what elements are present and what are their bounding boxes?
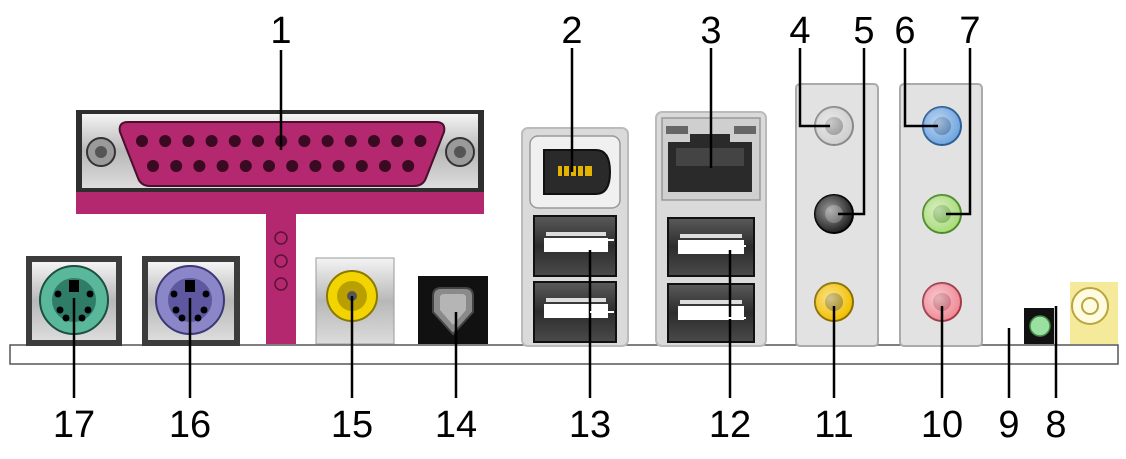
db25-pin xyxy=(368,135,380,147)
audio-jack-yellow xyxy=(814,282,854,322)
callout-8: 8 xyxy=(1045,404,1067,446)
db25-pin xyxy=(402,160,415,172)
db25-pin xyxy=(332,160,345,172)
db25-pin xyxy=(159,135,172,147)
chassis-bottom-strip xyxy=(9,344,1119,365)
callout-5: 5 xyxy=(853,10,875,52)
db25-pin xyxy=(321,135,334,147)
screw-left-icon xyxy=(86,137,116,167)
optical-spdif-port xyxy=(418,276,488,344)
audio-panel-right xyxy=(899,83,983,347)
usb-port-b2 xyxy=(667,283,755,343)
db25-pin xyxy=(252,135,264,147)
audio-jack-black xyxy=(814,194,854,234)
callout-10: 10 xyxy=(920,404,964,446)
ieee1394-usb-stack xyxy=(521,127,629,347)
db25-pin xyxy=(263,160,275,172)
audio-panel-left xyxy=(795,83,879,347)
db25-pin xyxy=(414,135,427,147)
status-led xyxy=(1024,308,1054,344)
callout-14: 14 xyxy=(434,404,478,446)
db25-pin xyxy=(228,135,241,147)
db25-pin xyxy=(286,160,299,172)
callout-15: 15 xyxy=(330,404,374,446)
callout-6: 6 xyxy=(894,10,916,52)
db25-pin xyxy=(298,135,311,147)
callout-11: 11 xyxy=(814,404,854,446)
callout-4: 4 xyxy=(789,10,811,52)
audio-jack-pink xyxy=(922,282,962,322)
audio-jack-green xyxy=(922,194,962,234)
db25-pin xyxy=(170,160,183,172)
screw-right-icon xyxy=(445,137,475,167)
coaxial-spdif-port xyxy=(315,257,395,345)
usb-port-a2 xyxy=(533,281,617,343)
db25-pin xyxy=(355,160,368,172)
callout-7: 7 xyxy=(959,10,981,52)
callout-2: 2 xyxy=(561,10,583,52)
db25-pin xyxy=(193,160,206,172)
db25-pin xyxy=(344,135,357,147)
audio-jack-blue xyxy=(922,106,962,146)
db25-pin xyxy=(239,160,252,172)
db25-pin xyxy=(147,160,159,172)
db25-pin xyxy=(309,160,322,172)
antenna-connector xyxy=(1070,282,1118,344)
db25-pin xyxy=(391,135,404,147)
db25-pin xyxy=(216,160,229,172)
callout-17: 17 xyxy=(52,404,96,446)
callout-12: 12 xyxy=(708,404,752,446)
db25-pin xyxy=(182,135,195,147)
callout-9: 9 xyxy=(998,404,1020,446)
db25-pin xyxy=(205,135,218,147)
db25-pin xyxy=(136,135,148,147)
db25-pin xyxy=(379,160,391,172)
callout-16: 16 xyxy=(168,404,212,446)
callout-1: 1 xyxy=(270,10,292,52)
callout-13: 13 xyxy=(568,404,612,446)
audio-jack-gray xyxy=(814,106,854,146)
leader-lines xyxy=(72,48,1058,398)
usb-port-a1 xyxy=(533,215,617,277)
callout-3: 3 xyxy=(700,10,722,52)
